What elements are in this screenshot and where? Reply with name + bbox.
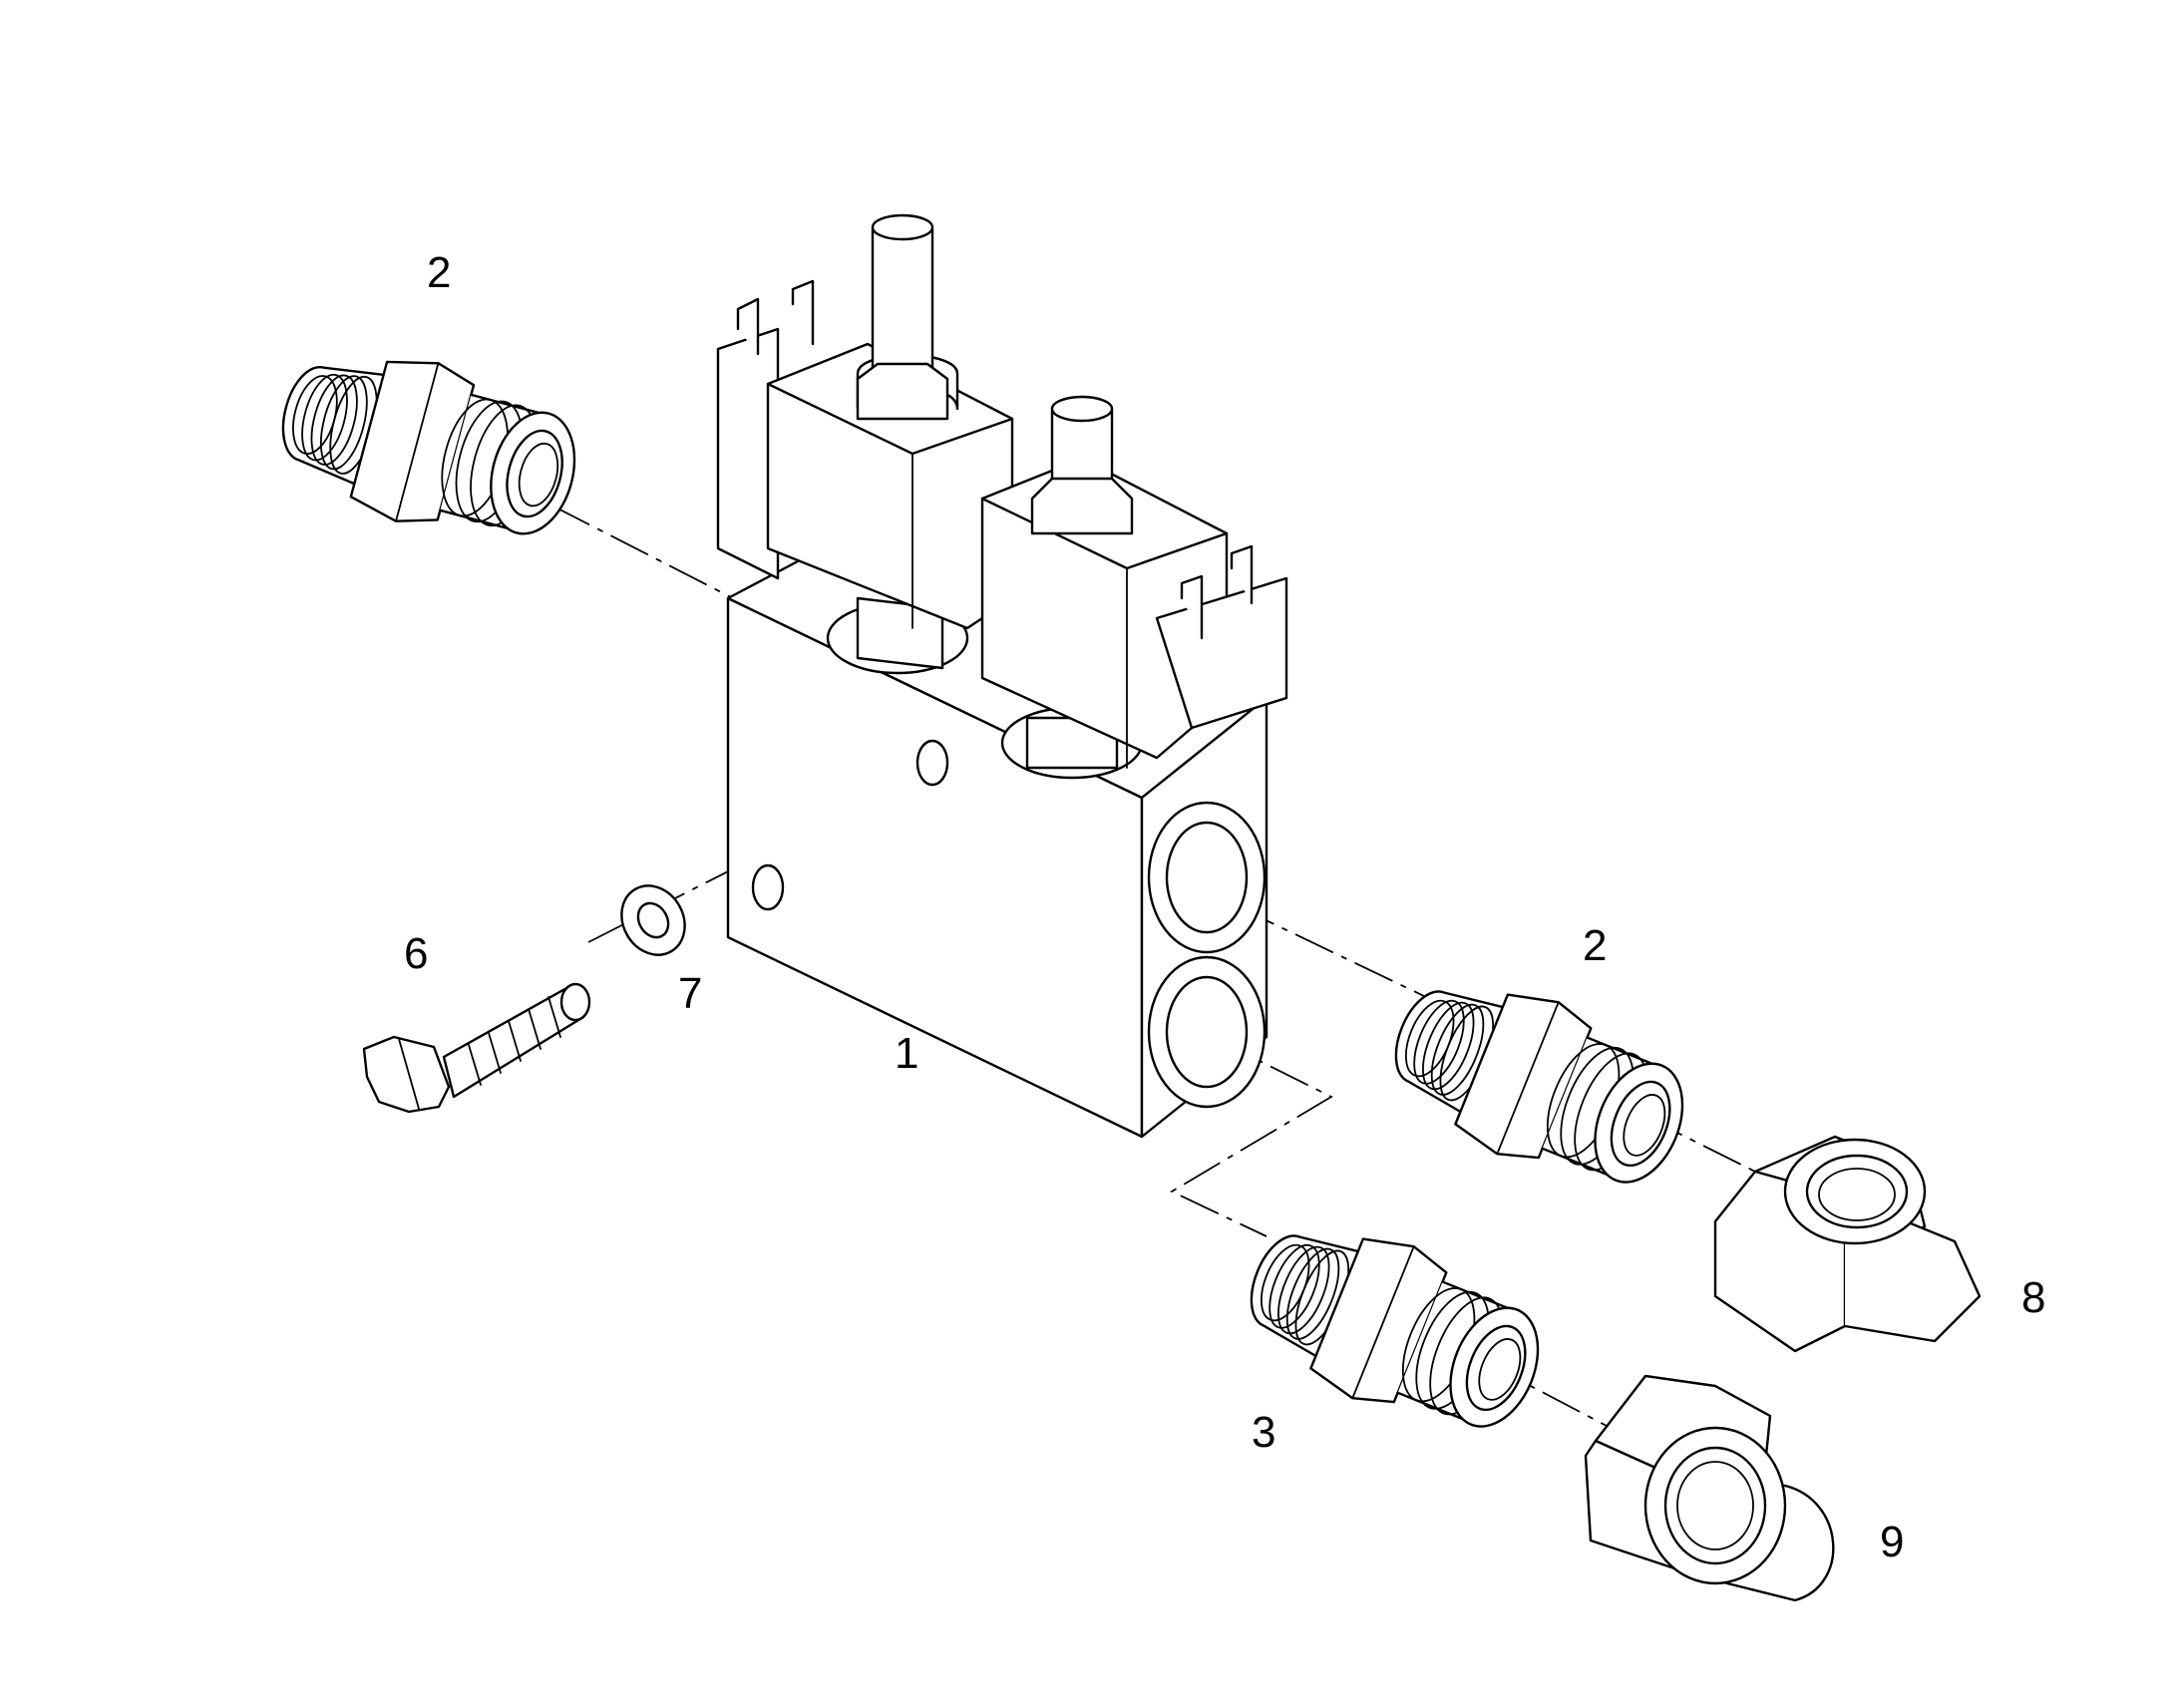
callout-part-6: 6 — [404, 929, 429, 978]
centerline-upper-port-to-fitting — [1176, 876, 1427, 998]
bolt-hole-top — [915, 739, 949, 787]
bolt — [362, 982, 591, 1114]
elbow-fitting-8 — [1713, 1135, 1982, 1353]
callout-part-2-upper-left: 2 — [427, 248, 452, 297]
callout-part-7: 7 — [678, 969, 703, 1018]
centerline-lower-port-jog — [1170, 1036, 1333, 1237]
callout-part-3: 3 — [1252, 1408, 1276, 1457]
fitting-lower — [1225, 1195, 1564, 1460]
lower-port — [1147, 955, 1267, 1109]
bolt-hole-front — [751, 863, 785, 911]
upper-port — [1147, 801, 1267, 954]
callout-part-8: 8 — [2021, 1273, 2046, 1322]
elbow-fitting-9 — [1584, 1374, 1835, 1602]
fitting-right — [1369, 950, 1708, 1215]
callout-part-9: 9 — [1880, 1518, 1905, 1566]
washer — [620, 884, 686, 956]
solenoid-coil-front — [980, 395, 1288, 780]
callout-part-2-right: 2 — [1583, 921, 1608, 970]
callout-part-1: 1 — [895, 1029, 919, 1078]
fitting-upper-left — [263, 326, 594, 564]
centerline-upper-left-fitting — [493, 475, 734, 599]
